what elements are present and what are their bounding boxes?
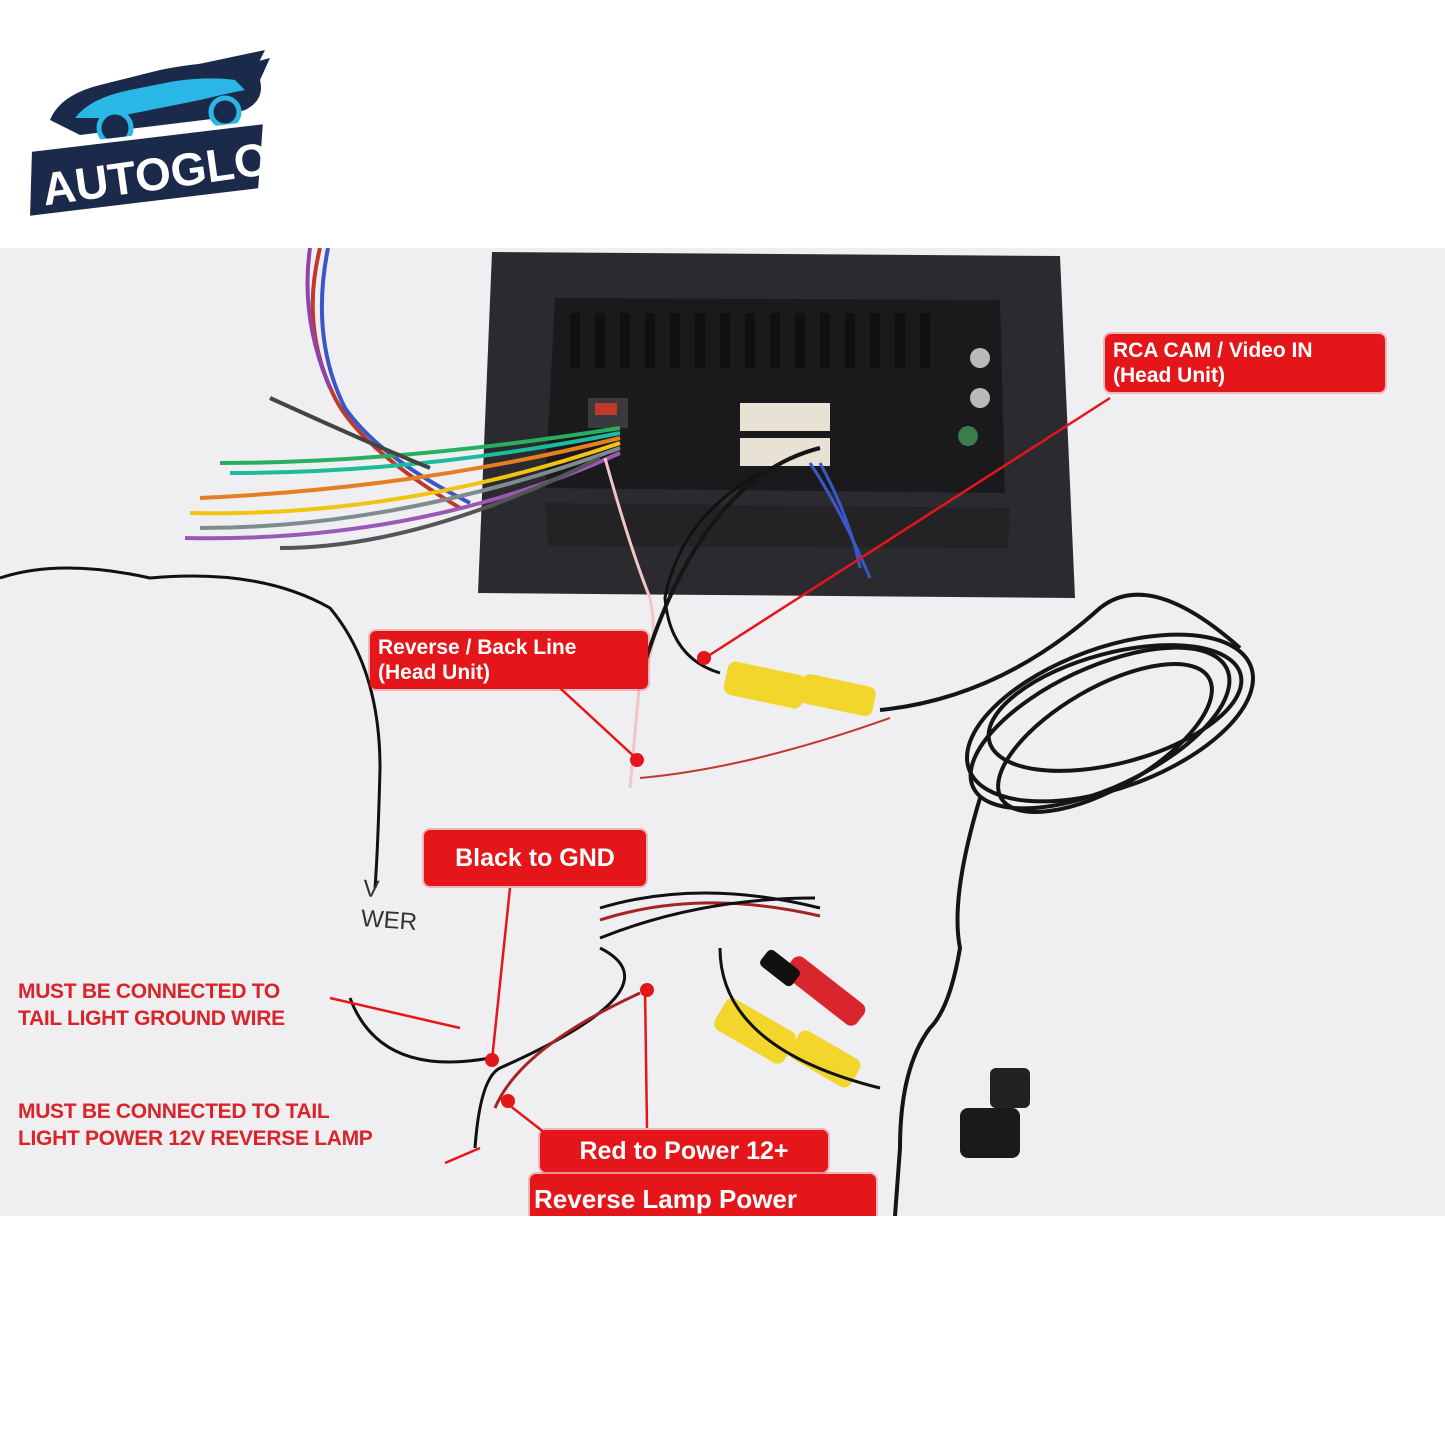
rca-callout-line-1: RCA CAM / Video IN — [1113, 339, 1313, 362]
camera-cable-coil — [638, 446, 1255, 1216]
video-wire — [663, 471, 761, 675]
callout-leaders — [329, 396, 1111, 1165]
wire-tag-line-2: WER — [360, 905, 418, 936]
reverse-line-callout-line-1: Reverse / Back Line — [378, 636, 577, 659]
head-unit — [478, 252, 1075, 598]
power-note: MUST BE CONNECTED TO TAIL LIGHT POWER 12… — [18, 1098, 373, 1152]
rca-callout-line-2: (Head Unit) — [1113, 364, 1225, 388]
brand-logo: AUTOGLO AUSTRALIA — [20, 40, 280, 230]
reverse-camera — [960, 1068, 1030, 1158]
ground-note-line-2: TAIL LIGHT GROUND WIRE — [18, 1007, 285, 1030]
black-gnd-label: Black to GND — [455, 844, 615, 872]
wire-tag: V WER — [360, 874, 420, 938]
reverse-line-callout-line-2: (Head Unit) — [378, 661, 490, 685]
rca-callout: RCA CAM / Video IN (Head Unit) — [1105, 334, 1385, 393]
wiring-harness — [184, 248, 621, 550]
red-power-callout: Red to Power 12+ — [540, 1130, 828, 1172]
reverse-line-wire — [603, 457, 655, 789]
power-note-line-2: LIGHT POWER 12V REVERSE LAMP — [18, 1127, 373, 1150]
connection-dots — [485, 651, 711, 1108]
red-power-label: Red to Power 12+ — [579, 1137, 789, 1165]
power-note-line-1: MUST BE CONNECTED TO TAIL — [18, 1100, 330, 1123]
reverse-lamp-label: Reverse Lamp Power — [534, 1184, 798, 1214]
power-wire — [0, 566, 382, 889]
rca-connector-bottom — [714, 949, 866, 1088]
reverse-lamp-callout: Reverse Lamp Power — [530, 1174, 876, 1216]
rca-connector-top — [723, 661, 876, 717]
ground-note: MUST BE CONNECTED TO TAIL LIGHT GROUND W… — [18, 978, 285, 1032]
wiring-photo: V WER RCA CAM / Video IN (Head Unit) Rev… — [0, 248, 1445, 1216]
power-pair — [348, 891, 881, 1149]
wire-tag-line-1: V — [362, 875, 381, 904]
ground-note-line-1: MUST BE CONNECTED TO — [18, 980, 280, 1003]
black-gnd-callout: Black to GND — [424, 830, 646, 886]
reverse-line-callout: Reverse / Back Line (Head Unit) — [370, 631, 648, 690]
